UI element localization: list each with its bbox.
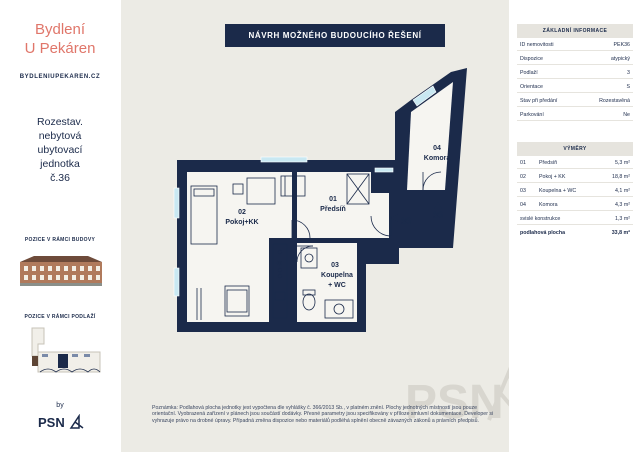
room-03-name: Koupelna (321, 272, 353, 279)
floor-plan: ✳ 02 Pokoj+KK 01 Předsíň 03 Koupelna + W… (173, 68, 467, 332)
room-02-name: Pokoj+KK (225, 219, 258, 226)
website-link[interactable]: BYDLENIUPEKAREN.CZ (19, 74, 101, 80)
psn-watermark-text: PSN (405, 376, 504, 424)
basic-info-heading: ZÁKLADNÍ INFORMACE (517, 24, 633, 38)
plan-title: NÁVRH MOŽNÉHO BUDOUCÍHO ŘEŠENÍ (225, 24, 445, 47)
by-label: by (56, 402, 64, 409)
floor-plan-panel: NÁVRH MOŽNÉHO BUDOUCÍHO ŘEŠENÍ (121, 0, 531, 452)
brand-title-line1: Bydlení (34, 21, 86, 38)
floor-position-image (31, 327, 101, 373)
room-04-number: 04 (433, 145, 441, 152)
footnote: Poznámka: Podlahová plocha jednotky jest… (152, 405, 494, 424)
areas-heading: VÝMĚRY (517, 142, 633, 156)
entrance-number-north: 36 (433, 210, 443, 220)
room-03-name2: + WC (328, 282, 346, 289)
room-01-name: Předsíň (320, 206, 346, 213)
building-image (20, 256, 102, 286)
floor-position-label: POZICE V RÁMCI PODLAŽÍ (24, 314, 96, 320)
room-02-number: 02 (238, 209, 246, 216)
room-03-number: 03 (331, 262, 339, 269)
left-sidebar: Bydlení U Pekáren BYDLENIUPEKAREN.CZ Roz… (0, 0, 120, 452)
psn-logo: PSN (38, 414, 84, 430)
room-01-number: 01 (329, 196, 337, 203)
room-04-name: Komora (424, 155, 451, 162)
entrance-number-east: 36 (401, 216, 411, 226)
unit-description: Rozestav. nebytová ubytovací jednotka č.… (37, 116, 83, 184)
svg-text:✳: ✳ (276, 259, 283, 268)
brand-title-line2: U Pekáren (24, 40, 96, 57)
building-position-label: POZICE V RÁMCI BUDOVY (24, 237, 96, 243)
psn-logo-text: PSN (38, 415, 65, 430)
